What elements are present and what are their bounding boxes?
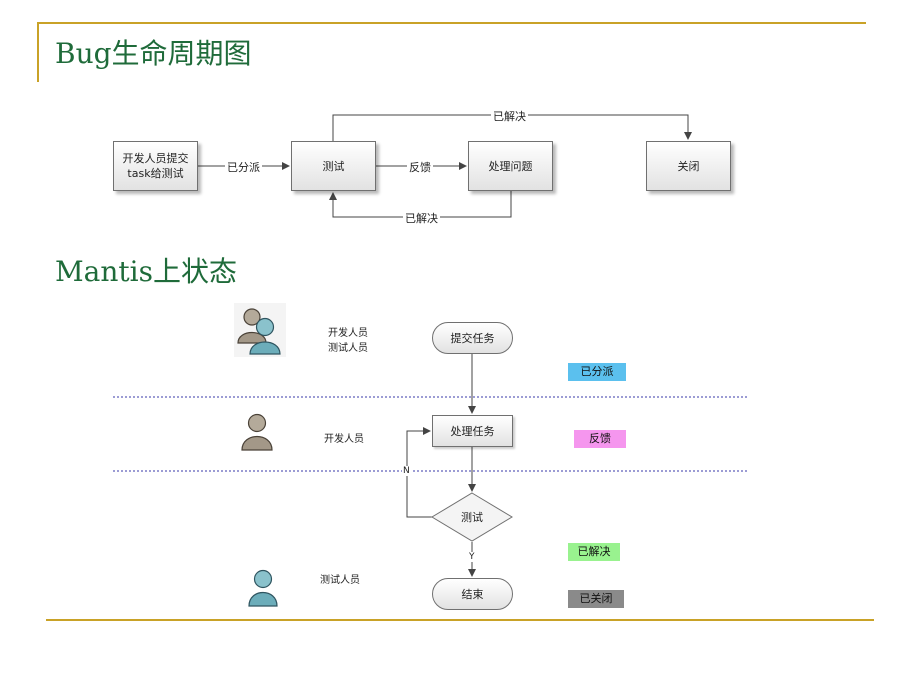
lane1-role-dev: 开发人员 [328,328,368,339]
status-badge-resolved: 已解决 [568,543,620,561]
edge-no-loop [406,427,432,518]
top-rule [37,22,866,24]
branch-label-no: N [402,466,411,476]
submit-node-line2: task给测试 [127,167,184,180]
lane3-role-tester: 测试人员 [320,575,360,586]
submit-node: 开发人员提交 task给测试 [113,141,198,191]
close-node-label: 关闭 [677,159,700,173]
mantis-title: Mantis上状态 [55,255,237,288]
edge-label-assigned: 已分派 [225,159,262,175]
handle-task-label: 处理任务 [450,424,495,438]
submit-task-node: 提交任务 [432,322,513,354]
edge-label-resolved-bottom: 已解决 [403,210,440,226]
edge-label-feedback: 反馈 [407,159,433,175]
left-rule [37,22,39,82]
submit-task-label: 提交任务 [450,331,495,345]
test-node-label: 测试 [322,159,345,173]
status-badge-feedback: 反馈 [574,430,626,448]
end-node: 结束 [432,578,513,610]
close-node: 关闭 [646,141,731,191]
handle-node-label: 处理问题 [488,159,533,173]
end-label: 结束 [461,587,484,601]
edge-label-resolved-top: 已解决 [491,108,528,124]
status-badge-closed: 已关闭 [568,590,624,608]
branch-label-yes: Y [468,552,476,562]
person-pair-icon [234,303,286,357]
lifecycle-title: Bug生命周期图 [55,37,252,70]
handle-task-node: 处理任务 [432,415,513,447]
submit-node-line1: 开发人员提交 [122,152,189,165]
test-decision-label: 测试 [461,511,483,524]
status-badge-assigned: 已分派 [568,363,626,381]
lane1-role-tester: 测试人员 [328,343,368,354]
person-icon [241,413,273,451]
bottom-rule [46,619,874,621]
handle-node: 处理问题 [468,141,553,191]
lane2-role-dev: 开发人员 [324,434,364,445]
test-node: 测试 [291,141,376,191]
person-icon [248,569,278,607]
test-decision-diamond [431,492,513,542]
